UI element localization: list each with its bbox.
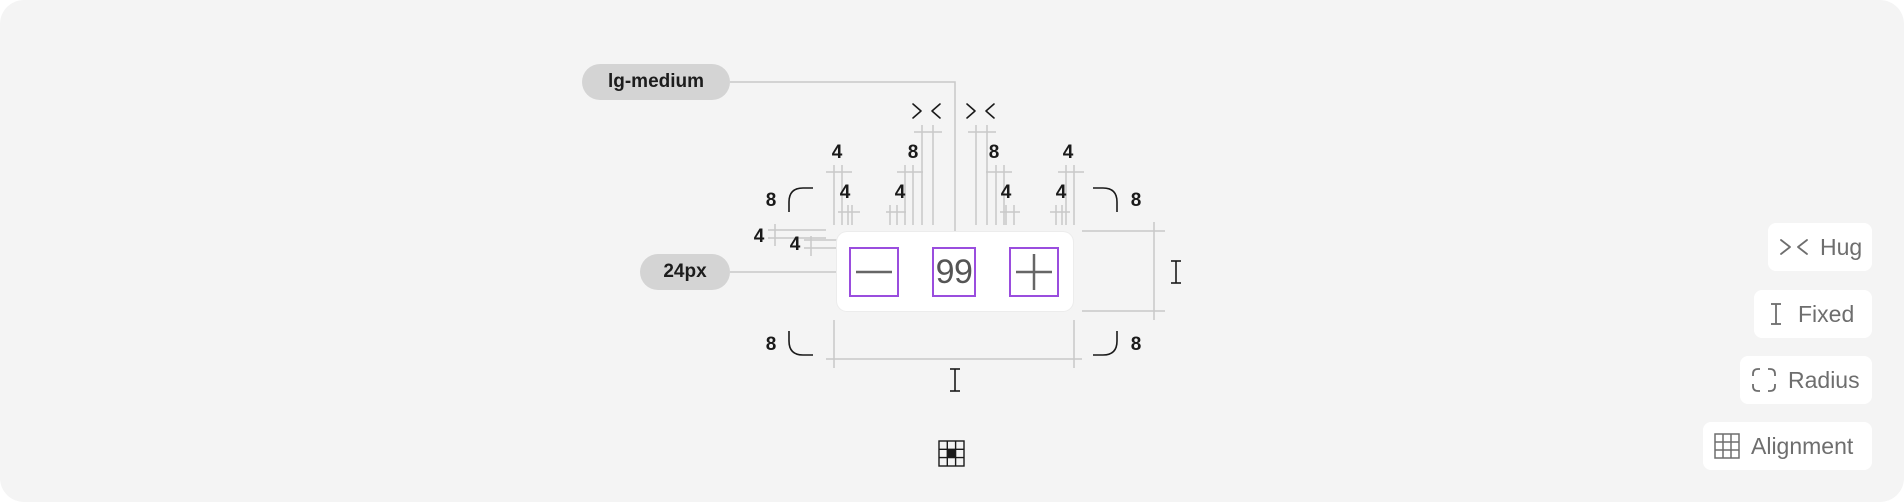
icon-size-tag: 24px xyxy=(640,254,730,290)
quantity-value: 99 xyxy=(935,253,973,291)
spacing-left-outer: 4 xyxy=(753,226,765,247)
spacing-top-gap-left: 8 xyxy=(907,142,919,163)
legend-item-fixed: Fixed xyxy=(1754,290,1872,338)
legend-item-alignment: Alignment xyxy=(1703,422,1872,470)
radius-top-right-indicator xyxy=(1093,187,1118,212)
radius-icon xyxy=(1752,368,1776,392)
radius-bottom-left-indicator xyxy=(788,331,813,356)
alignment-icon xyxy=(1714,433,1740,459)
text-style-tag: lg-medium xyxy=(582,64,730,100)
increment-button[interactable] xyxy=(1009,247,1059,297)
minus-icon xyxy=(856,270,892,274)
spacing-top-outer-left: 4 xyxy=(831,142,843,163)
legend-label-alignment: Alignment xyxy=(1751,432,1854,459)
legend-label-fixed: Fixed xyxy=(1798,300,1855,327)
spacing-top-gap-right: 8 xyxy=(988,142,1000,163)
spacing-top-gap-right-inner: 4 xyxy=(1000,182,1012,203)
decrement-button[interactable] xyxy=(849,247,899,297)
fixed-icon xyxy=(1171,260,1181,284)
quantity-value-box[interactable]: 99 xyxy=(932,247,976,297)
quantity-stepper: 99 xyxy=(837,232,1073,311)
legend-label-radius: Radius xyxy=(1788,366,1860,393)
hug-icon xyxy=(912,103,941,119)
fixed-icon xyxy=(1771,303,1781,325)
alignment-icon xyxy=(938,440,965,467)
spacing-top-gap-left-inner: 4 xyxy=(894,182,906,203)
radius-bottom-right-value: 8 xyxy=(1130,334,1142,355)
fixed-icon xyxy=(950,368,960,392)
radius-top-right-value: 8 xyxy=(1130,190,1142,211)
spacing-left-inner: 4 xyxy=(789,234,801,255)
hug-icon xyxy=(966,103,995,119)
plus-icon xyxy=(1016,254,1052,290)
spacing-top-outer-left-inner: 4 xyxy=(839,182,851,203)
legend-item-hug: Hug xyxy=(1768,223,1872,271)
legend-item-radius: Radius xyxy=(1740,356,1872,404)
radius-top-left-value: 8 xyxy=(765,190,777,211)
radius-bottom-right-indicator xyxy=(1093,331,1118,356)
radius-bottom-left-value: 8 xyxy=(765,334,777,355)
hug-icon xyxy=(1780,239,1808,255)
radius-top-left-indicator xyxy=(788,187,813,212)
spacing-top-outer-right: 4 xyxy=(1062,142,1074,163)
spacing-top-outer-right-inner: 4 xyxy=(1055,182,1067,203)
legend-label-hug: Hug xyxy=(1820,233,1863,260)
text-style-leader xyxy=(730,81,956,248)
